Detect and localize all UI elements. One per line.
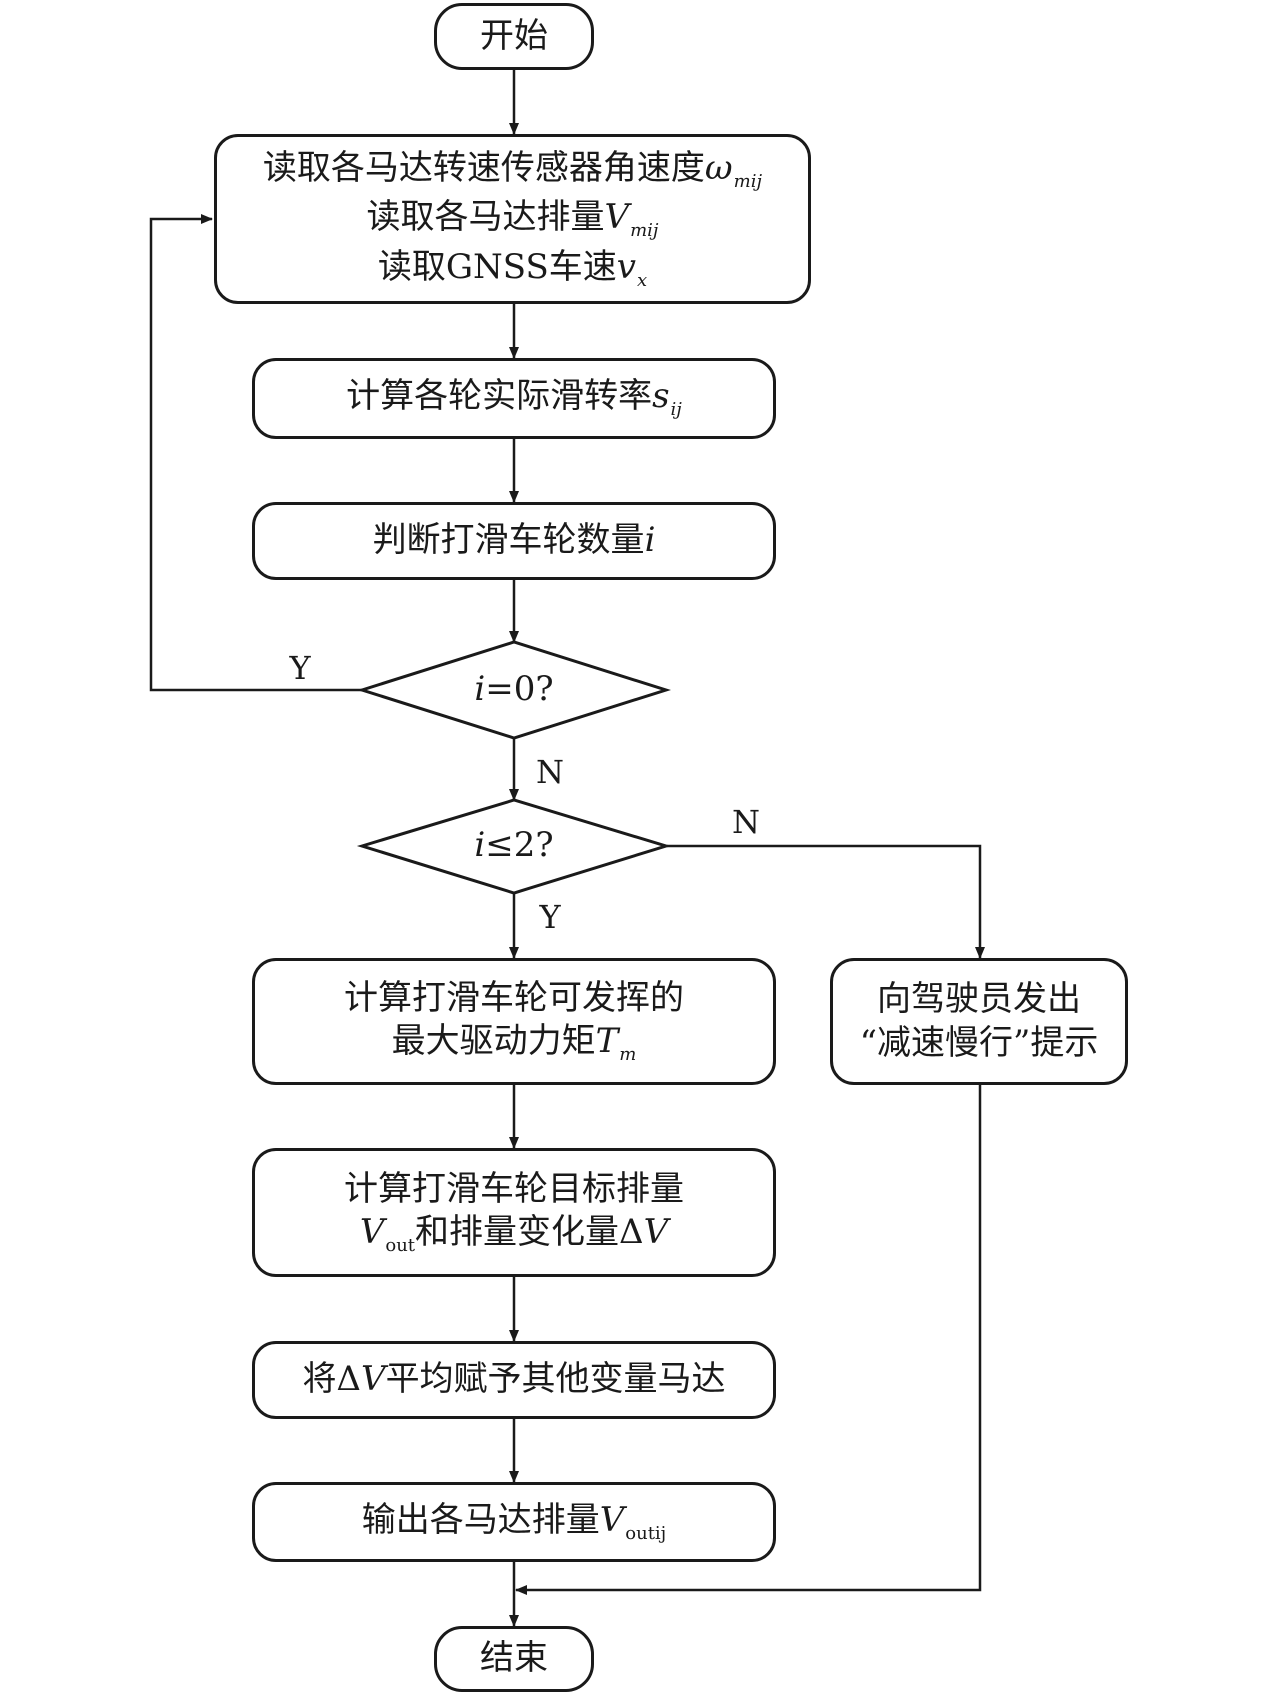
slip-rate-box: 计算各轮实际滑转率sij (252, 358, 776, 439)
warning-line-1: 向驾驶员发出 (877, 978, 1081, 1019)
start-label: 开始 (480, 15, 548, 56)
decision1-diamond (357, 640, 671, 740)
decision2-yes-label: Y (539, 897, 561, 936)
arrow-decision2-no (667, 844, 985, 959)
slip-count-label: 判断打滑车轮数量i (372, 520, 656, 561)
start-terminal: 开始 (434, 3, 594, 70)
decision1-yes-label: Y (289, 648, 311, 687)
output-box: 输出各马达排量Voutij (252, 1482, 776, 1562)
slip-count-box: 判断打滑车轮数量i (252, 502, 776, 580)
read-line-1: 读取各马达转速传感器角速度ωmij (262, 147, 763, 192)
decision2-label: i≤2? (474, 825, 554, 866)
decision2-no-label: N (732, 802, 760, 841)
end-label: 结束 (480, 1638, 548, 1679)
arrow-decision1-yes-loop (149, 214, 362, 692)
distribute-label: 将ΔV平均赋予其他变量马达 (302, 1359, 726, 1400)
max-torque-box: 计算打滑车轮可发挥的 最大驱动力矩Tm (252, 958, 776, 1085)
read-sensors-box: 读取各马达转速传感器角速度ωmij 读取各马达排量Vmij 读取GNSS车速vx (214, 134, 811, 304)
slowdown-warning-box: 向驾驶员发出 “减速慢行”提示 (830, 958, 1128, 1085)
read-line-3: 读取GNSS车速vx (377, 246, 648, 291)
target-line-2: Vout和排量变化量ΔV (359, 1212, 669, 1257)
warning-line-2: “减速慢行”提示 (859, 1022, 1099, 1063)
end-terminal: 结束 (434, 1626, 594, 1692)
arrow-warning-to-end (515, 1085, 982, 1595)
slip-rate-label: 计算各轮实际滑转率sij (346, 376, 682, 421)
decision1-no-label: N (536, 752, 564, 791)
decision1-label: i=0? (474, 669, 554, 710)
target-displacement-box: 计算打滑车轮目标排量 Vout和排量变化量ΔV (252, 1148, 776, 1277)
read-line-2: 读取各马达排量Vmij (366, 197, 659, 242)
distribute-box: 将ΔV平均赋予其他变量马达 (252, 1341, 776, 1419)
decision2-diamond (356, 798, 672, 895)
target-line-1: 计算打滑车轮目标排量 (344, 1168, 684, 1209)
max-torque-line-2: 最大驱动力矩Tm (391, 1021, 637, 1066)
output-label: 输出各马达排量Voutij (361, 1499, 667, 1544)
max-torque-line-1: 计算打滑车轮可发挥的 (344, 977, 684, 1018)
